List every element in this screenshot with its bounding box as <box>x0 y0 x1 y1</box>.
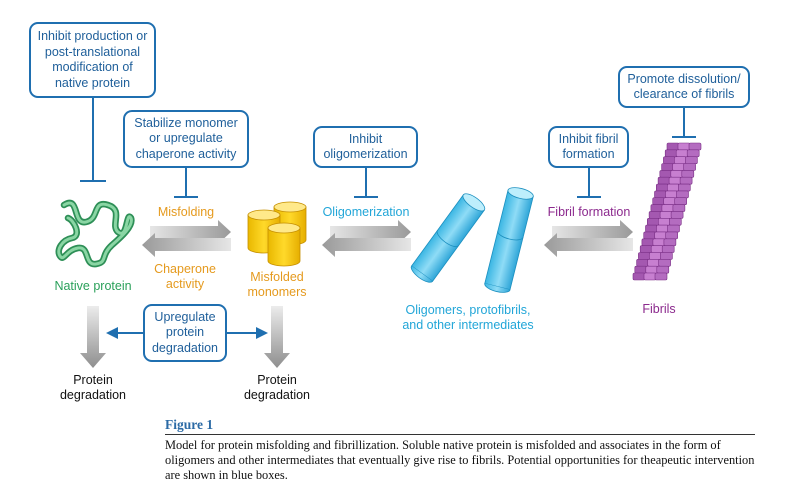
inhibition-connectors <box>80 97 696 198</box>
fibril-block <box>643 272 657 281</box>
arrow-fibril-formation <box>544 220 633 257</box>
fibril-block <box>659 211 673 219</box>
native-protein-label: Native protein <box>54 279 132 293</box>
fibril-block <box>656 265 670 274</box>
arrow-oligomerization <box>322 220 411 257</box>
fibril-block <box>676 190 689 199</box>
fibril-block <box>663 197 677 205</box>
fibril-block <box>641 238 655 247</box>
chaperone-label: Chaperone activity <box>154 262 216 291</box>
fibril-block <box>667 224 680 233</box>
figure-caption: Model for protein misfolding and fibrill… <box>165 438 755 482</box>
fibril-block <box>638 252 651 260</box>
fibril-block <box>648 211 662 219</box>
fibrils-icon <box>632 142 702 281</box>
promote-dissolution-box: Promote dissolution/ clearance of fibril… <box>618 66 750 108</box>
fibril-block <box>665 190 678 199</box>
fibril-block <box>657 218 671 226</box>
fibrils-label: Fibrils <box>642 302 676 316</box>
fibril-block <box>683 163 696 171</box>
fibril-block <box>650 204 664 212</box>
fibril-block <box>636 258 649 267</box>
fibril-formation-label: Fibril formation <box>547 205 631 219</box>
fibril-block <box>645 265 659 274</box>
fibril-block <box>661 163 674 171</box>
fibril-block <box>668 218 682 226</box>
fibril-block <box>677 183 691 192</box>
fibril-block <box>650 245 664 253</box>
fibril-block <box>661 245 675 253</box>
fibril-block <box>685 156 698 164</box>
fibril-block <box>668 176 682 185</box>
arrow-degradation-right <box>264 306 290 368</box>
figure-title: Figure 1 <box>165 417 214 432</box>
fibril-block <box>643 231 657 240</box>
fibril-block <box>657 176 671 185</box>
fibril-block <box>645 224 658 233</box>
fibril-block <box>665 231 679 240</box>
oligomerization-label: Oligomerization <box>322 205 410 219</box>
fibril-block <box>681 170 695 178</box>
fibril-block <box>666 142 680 151</box>
upregulate-degradation-arrows <box>106 327 268 339</box>
fibril-block <box>654 190 667 199</box>
inhibit-production-box: Inhibit production or post-translational… <box>29 22 156 98</box>
fibril-block <box>672 204 686 212</box>
fibril-block <box>664 149 678 158</box>
fibril-block <box>666 183 680 192</box>
fibril-block <box>663 156 676 164</box>
fibril-block <box>654 272 668 281</box>
fibril-block <box>639 245 653 253</box>
stabilize-monomer-box: Stabilize monomer or upregulate chaperon… <box>123 110 249 168</box>
fibril-block <box>652 238 666 247</box>
fibril-block <box>670 211 684 219</box>
fibril-block <box>658 258 671 267</box>
native-protein-icon <box>55 199 135 268</box>
arrow-misfolding <box>142 220 231 257</box>
fibril-block <box>688 142 702 151</box>
fibril-block <box>677 142 691 151</box>
fibril-block <box>661 204 675 212</box>
fibril-block <box>652 197 666 205</box>
oligomers-icon <box>410 187 534 293</box>
inhibit-oligomerization-box: Inhibit oligomerization <box>313 126 418 168</box>
arrow-degradation-left <box>80 306 106 368</box>
fibril-block <box>686 149 700 158</box>
protein-degradation-left: Protein degradation <box>59 373 127 402</box>
fibril-block <box>634 265 648 274</box>
misfolding-label: Misfolding <box>157 205 215 219</box>
fibril-block <box>649 252 662 260</box>
fibril-block <box>647 258 660 267</box>
fibril-block <box>663 238 677 247</box>
protein-degradation-right: Protein degradation <box>243 373 311 402</box>
fibril-block <box>632 272 646 281</box>
fibril-block <box>670 170 684 178</box>
fibril-block <box>672 163 685 171</box>
misfolded-monomers-icon <box>247 201 307 267</box>
oligomers-label: Oligomers, protofibrils, and other inter… <box>402 303 534 332</box>
fibril-block <box>654 231 668 240</box>
fibril-block <box>674 197 688 205</box>
inhibit-fibril-box: Inhibit fibril formation <box>548 126 629 168</box>
figure-divider <box>165 434 755 435</box>
fibril-block <box>660 252 673 260</box>
fibril-block <box>646 218 660 226</box>
misfolded-monomers-label: Misfolded monomers <box>247 270 307 299</box>
fibril-block <box>659 170 673 178</box>
upregulate-degradation-box: Upregulate protein degradation <box>143 304 227 362</box>
fibril-block <box>656 224 669 233</box>
fibril-block <box>679 176 693 185</box>
fibril-block <box>655 183 669 192</box>
fibril-block <box>675 149 689 158</box>
fibril-block <box>674 156 687 164</box>
